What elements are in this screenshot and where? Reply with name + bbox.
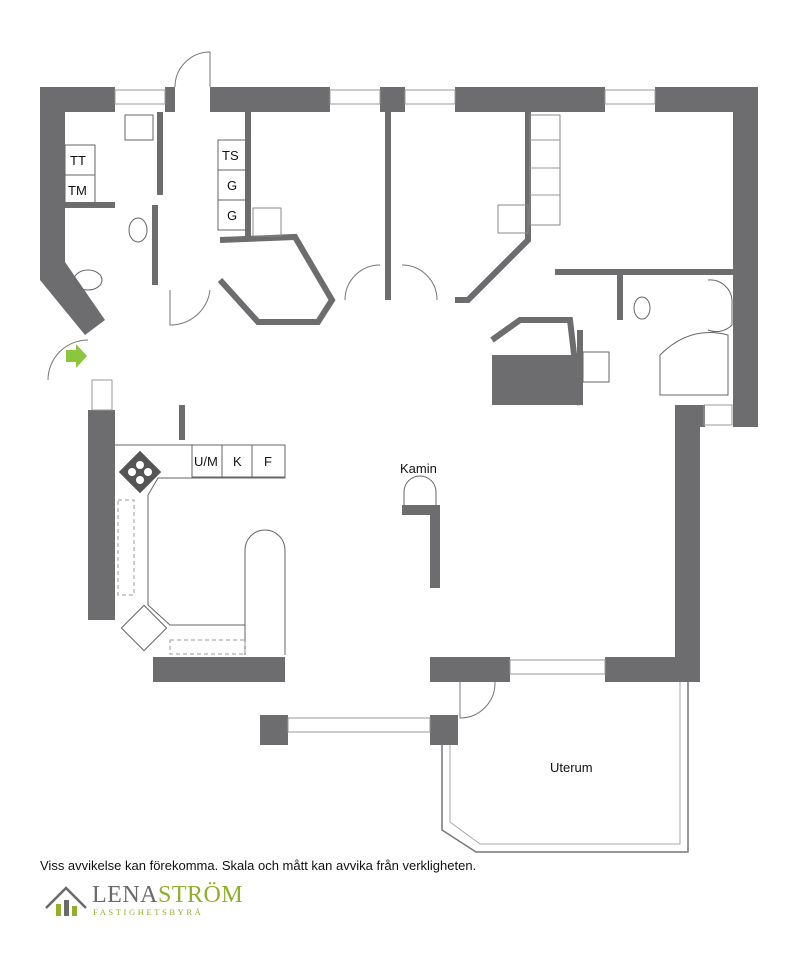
bathtub bbox=[659, 332, 729, 396]
label-uterum: Uterum bbox=[550, 760, 593, 775]
window bbox=[703, 404, 733, 426]
wall-right bbox=[733, 87, 758, 427]
wall-top-seg bbox=[380, 87, 405, 112]
wall-left-kitchen bbox=[88, 410, 115, 620]
window bbox=[509, 659, 606, 675]
wall-bay-right bbox=[430, 715, 458, 745]
kitchen-island bbox=[244, 529, 286, 655]
entrance-door-swing bbox=[47, 339, 89, 381]
walls bbox=[40, 87, 758, 745]
brand-name: LENASTRÖM bbox=[92, 882, 243, 909]
fireplace-hearth bbox=[403, 475, 437, 505]
door-swing bbox=[401, 264, 438, 301]
house-logo-icon bbox=[45, 886, 87, 916]
wall-uterum-top-left bbox=[460, 657, 510, 682]
wall-top-seg bbox=[210, 87, 330, 112]
interior-walls bbox=[65, 112, 733, 440]
floor-plan: TT TM TS G G U/M K F Kamin Uterum bbox=[40, 51, 758, 853]
toilet bbox=[128, 217, 148, 243]
brand-name-part1: LENA bbox=[92, 882, 158, 908]
wall-right-lower bbox=[675, 405, 700, 680]
brand-name-part2: STRÖM bbox=[157, 882, 244, 908]
bath-sink bbox=[582, 351, 610, 383]
wall-top-seg bbox=[165, 87, 175, 112]
brand-tagline: FASTIGHETSBYRÅ bbox=[93, 907, 204, 917]
kitchen-sink bbox=[120, 604, 168, 652]
label-g1: G bbox=[227, 178, 237, 193]
tm-box bbox=[64, 174, 96, 206]
label-ts: TS bbox=[222, 148, 239, 163]
label-kamin: Kamin bbox=[400, 461, 437, 476]
uterum-glazing-inner bbox=[449, 682, 681, 845]
door-swing bbox=[344, 264, 381, 301]
label-f: F bbox=[264, 454, 272, 469]
entrance-arrow-icon bbox=[66, 344, 87, 368]
wall-bay-left bbox=[260, 715, 288, 745]
counter-dashed bbox=[117, 499, 135, 596]
shower bbox=[707, 279, 733, 333]
uterum-glazing bbox=[441, 682, 689, 853]
wall-left-upper bbox=[40, 87, 105, 335]
wardrobe bbox=[497, 204, 529, 234]
wall-top-seg bbox=[455, 87, 605, 112]
window bbox=[91, 379, 113, 411]
counter-dashed bbox=[169, 639, 246, 655]
label-tt: TT bbox=[70, 153, 86, 168]
door-swing bbox=[459, 681, 496, 719]
window bbox=[329, 89, 381, 105]
window bbox=[404, 89, 456, 105]
disclaimer-text: Viss avvikelse kan förekomma. Skala och … bbox=[40, 858, 477, 873]
g2-box bbox=[217, 199, 249, 231]
window bbox=[114, 89, 166, 105]
wall-uterum-top-right bbox=[605, 657, 700, 682]
f-box bbox=[251, 444, 286, 478]
shelves bbox=[529, 114, 561, 226]
sink bbox=[124, 114, 154, 141]
door-swing bbox=[174, 51, 211, 88]
window bbox=[287, 717, 431, 733]
fireplace bbox=[402, 505, 440, 588]
label-k: K bbox=[233, 454, 242, 469]
label-um: U/M bbox=[194, 454, 218, 469]
door-swing bbox=[169, 289, 211, 326]
wall-storage-block bbox=[492, 355, 580, 405]
wall-bottom-kitchen bbox=[153, 657, 285, 682]
wall-bay-top-right bbox=[430, 657, 460, 682]
label-g2: G bbox=[227, 208, 237, 223]
toilet bbox=[633, 296, 651, 320]
washbasin bbox=[73, 269, 103, 291]
window bbox=[604, 89, 656, 105]
label-tm: TM bbox=[68, 183, 87, 198]
fixtures bbox=[47, 51, 733, 853]
stove-icon bbox=[118, 450, 162, 494]
wardrobe bbox=[252, 207, 282, 237]
